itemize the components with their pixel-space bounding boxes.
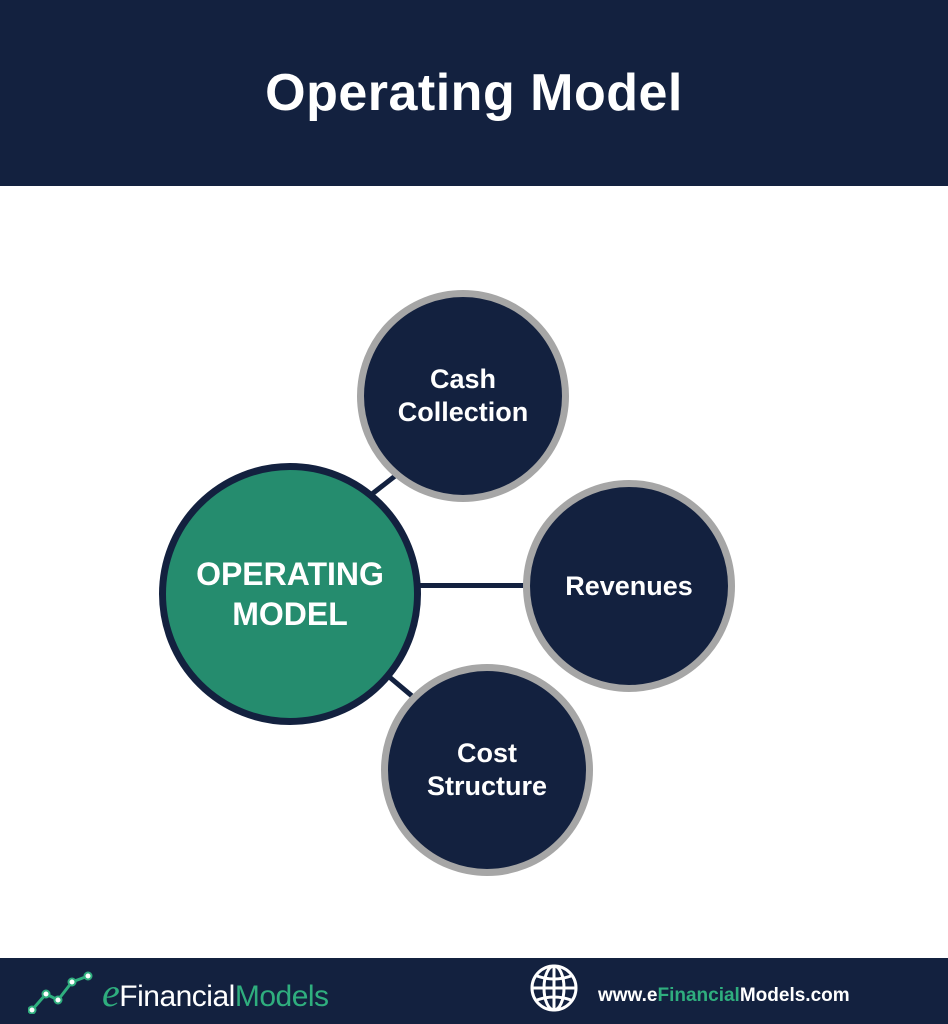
page-title: Operating Model <box>265 64 683 122</box>
node-revenues: Revenues <box>523 480 735 692</box>
brand-logo[interactable]: eFinancialModels <box>28 968 329 1016</box>
node-operating-model: OPERATING MODEL <box>159 463 421 725</box>
operating-model-diagram: Cash Collection Revenues Cost Structure … <box>0 186 948 958</box>
header-banner: Operating Model <box>0 0 948 186</box>
node-cost-structure-label: Cost Structure <box>426 738 548 801</box>
chart-line-logo-icon <box>28 971 93 1014</box>
brand-name: eFinancialModels <box>102 969 329 1016</box>
website-prefix: www.e <box>598 985 658 1006</box>
node-cost-structure: Cost Structure <box>381 664 593 876</box>
node-cash-collection: Cash Collection <box>357 290 569 502</box>
brand-name-middle: Financial <box>119 979 235 1013</box>
connector-revenues <box>410 583 535 588</box>
node-revenues-label: Revenues <box>565 570 693 601</box>
website-suffix: Models.com <box>739 985 850 1006</box>
node-cash-collection-label: Cash Collection <box>397 364 529 427</box>
brand-name-prefix: e <box>102 969 120 1015</box>
brand-name-suffix: Models <box>234 979 329 1013</box>
website-accent: Financial <box>657 985 740 1006</box>
footer-bar: eFinancialModels <box>0 958 948 1024</box>
node-operating-model-label: OPERATING MODEL <box>196 556 384 632</box>
globe-icon <box>530 964 578 1012</box>
website-link[interactable]: www.eFinancialModels.com <box>598 985 850 1007</box>
